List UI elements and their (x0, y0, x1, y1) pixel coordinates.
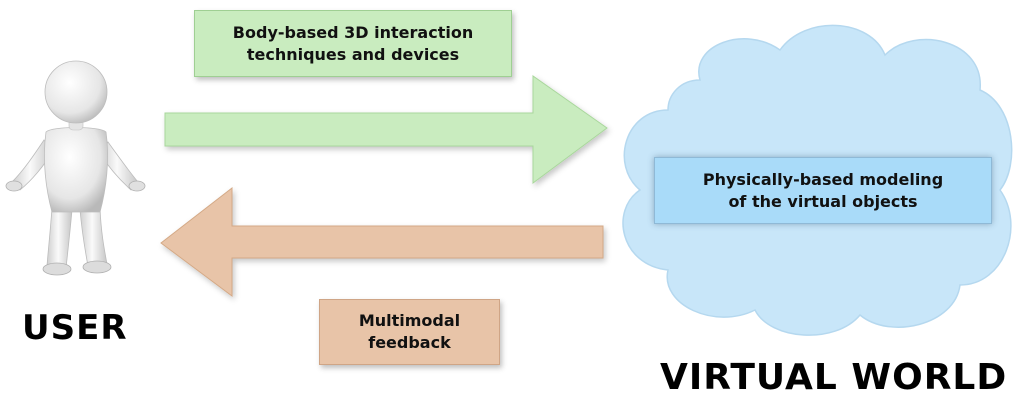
user-label: USER (22, 308, 128, 348)
backward-arrow (160, 186, 604, 297)
multimodal-feedback-box: Multimodal feedback (319, 299, 500, 365)
interaction-techniques-box: Body-based 3D interaction techniques and… (194, 10, 512, 77)
virtual-world-label: VIRTUAL WORLD (660, 357, 1008, 398)
physical-modeling-box: Physically-based modeling of the virtual… (654, 157, 992, 224)
forward-arrow (164, 75, 608, 184)
user-figure-icon (5, 60, 146, 276)
